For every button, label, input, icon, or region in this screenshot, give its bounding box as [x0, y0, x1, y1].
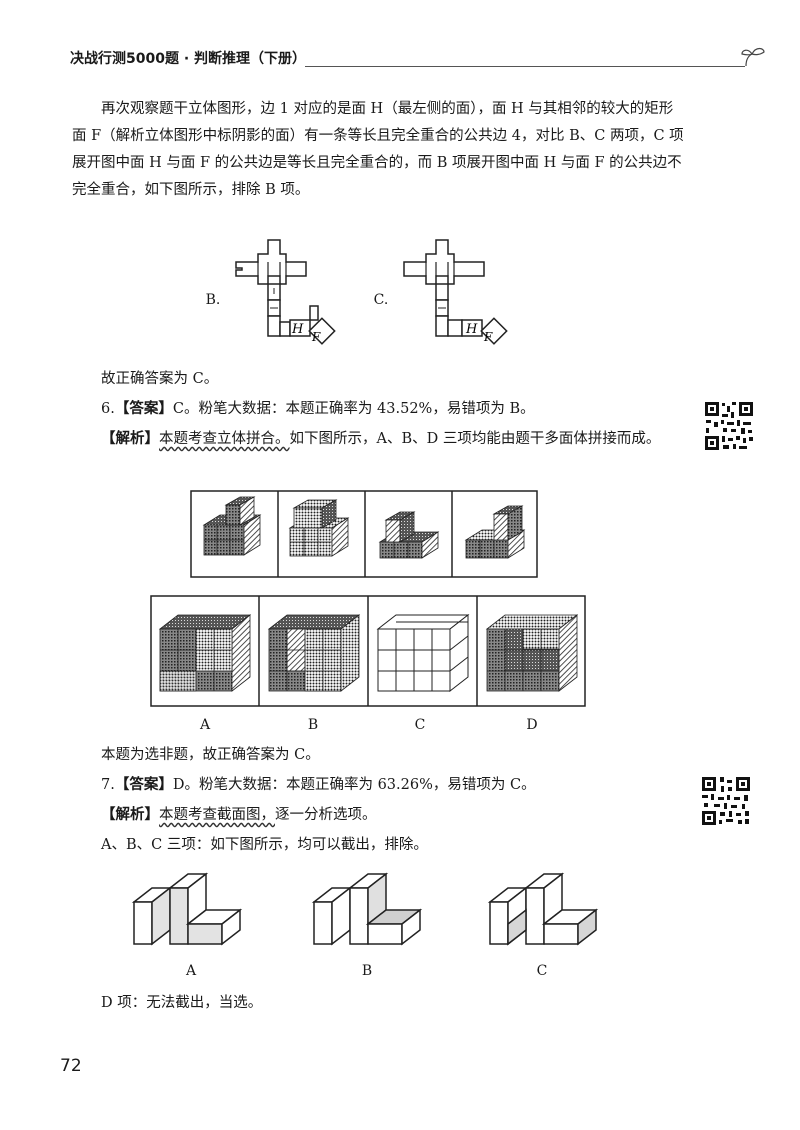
book-title: 决战行测5000题 · 判断推理（下册）	[70, 51, 307, 67]
section-b-caption: B	[361, 963, 373, 979]
option-c-caption: C	[414, 717, 426, 733]
q7-number: 7.	[101, 777, 115, 793]
section-shape-b	[311, 872, 423, 946]
net-label-b: B.	[205, 292, 221, 308]
net-diagram-c: H F	[403, 239, 508, 345]
q7-abc-analysis: A、B、C 三项：如下图所示，均可以截出，排除。	[101, 837, 428, 853]
net-label-c: C.	[373, 292, 389, 308]
assembly-options-panel	[150, 595, 586, 707]
q6-analysis-key: 本题考查立体拼合。	[159, 431, 290, 447]
explanation-paragraph: 再次观察题干立体图形，边 1 对应的是面 H（最左侧的面），面 H 与其相邻的较…	[72, 101, 684, 198]
face-h-label-c: H	[465, 322, 478, 337]
q6-analysis: 【解析】本题考查立体拼合。如下图所示，A、B、D 三项均能由题干多面体拼接而成。	[72, 426, 684, 453]
q7-analysis-tag: 【解析】	[101, 807, 159, 823]
q7-answer-tag: 【答案】	[114, 777, 173, 793]
q6-conclusion: 本题为选非题，故正确答案为 C。	[101, 747, 320, 763]
section-shape-a	[131, 872, 243, 946]
qr-code-icon[interactable]	[700, 775, 752, 827]
q7-analysis: 【解析】本题考查截面图，逐一分析选项。	[72, 802, 684, 829]
answer-line: 故正确答案为 C。	[101, 371, 219, 387]
q6-answer: 6.【答案】C。粉笔大数据：本题正确率为 43.52%，易错项为 B。	[72, 396, 684, 423]
section-c-caption: C	[536, 963, 548, 979]
q6-analysis-tag: 【解析】	[101, 431, 159, 447]
face-f-label-b: F	[311, 330, 321, 344]
q7-answer-text: D。粉笔大数据：本题正确率为 63.26%，易错项为 C。	[172, 777, 536, 793]
q6-number: 6.	[101, 401, 115, 417]
net-diagram-b: H F	[235, 239, 336, 345]
face-h-label-b: H	[291, 322, 304, 337]
header-rule	[305, 66, 745, 67]
q7-analysis-text: 逐一分析选项。	[275, 807, 377, 823]
qr-code-icon[interactable]	[703, 400, 755, 452]
q6-analysis-text: 如下图所示，A、B、D 三项均能由题干多面体拼接而成。	[289, 431, 661, 447]
q7-analysis-key: 本题考查截面图，	[159, 807, 275, 823]
section-shape-c	[487, 872, 599, 946]
option-b-caption: B	[307, 717, 319, 733]
sprout-icon	[741, 47, 765, 67]
face-f-label-c: F	[483, 330, 493, 344]
option-a-caption: A	[199, 717, 211, 733]
q6-answer-text: C。粉笔大数据：本题正确率为 43.52%，易错项为 B。	[172, 401, 535, 417]
q7-answer: 7.【答案】D。粉笔大数据：本题正确率为 63.26%，易错项为 C。	[72, 772, 684, 799]
option-d-caption: D	[526, 717, 538, 733]
section-a-caption: A	[185, 963, 197, 979]
q7-d-analysis: D 项：无法截出，当选。	[101, 995, 263, 1011]
given-pieces-panel	[190, 490, 538, 578]
running-header: 决战行测5000题 · 判断推理（下册）	[70, 47, 765, 78]
q6-answer-tag: 【答案】	[114, 401, 173, 417]
page-number: 72	[60, 1056, 82, 1076]
